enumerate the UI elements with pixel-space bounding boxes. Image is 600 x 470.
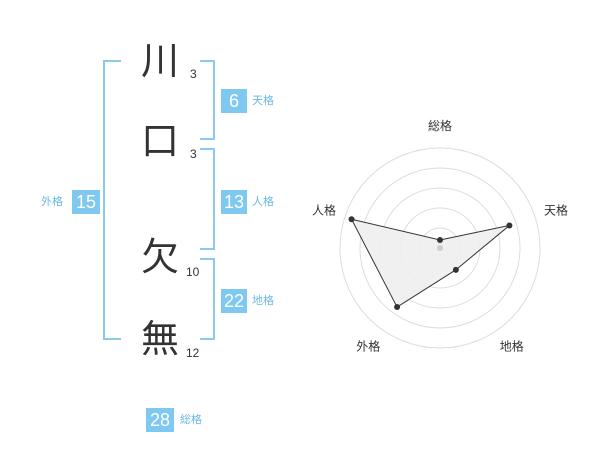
radar-ring [359, 167, 521, 329]
radar-axis-label-3: 地格 [500, 339, 524, 354]
tenkaku-value: 6 [221, 89, 247, 113]
soukaku-label: 総格 [180, 413, 202, 426]
radar-axis-label-4: 外格 [356, 339, 380, 354]
jinkaku-bracket [200, 148, 215, 250]
name-char-4: 無 [140, 317, 179, 361]
chikaku-label: 地格 [252, 294, 274, 307]
gaikaku-label: 外格 [41, 195, 63, 208]
stroke-count-3: 10 [186, 265, 200, 279]
radar-point-1 [437, 237, 443, 243]
gaikaku-bracket [103, 60, 121, 340]
tenkaku-bracket [200, 60, 215, 140]
tenkaku-label: 天格 [252, 94, 274, 107]
jinkaku-label: 人格 [252, 195, 274, 208]
radar-axis-label-1: 総格 [428, 118, 452, 133]
radar-ring [339, 147, 541, 349]
soukaku-value: 28 [146, 408, 174, 432]
gaikaku-value: 15 [72, 190, 100, 214]
stroke-count-1: 3 [190, 67, 197, 81]
chikaku-value: 22 [221, 289, 247, 313]
radar-center-dot [437, 245, 443, 251]
name-char-2: 口 [140, 119, 179, 163]
radar-point-4 [394, 304, 401, 311]
name-char-3: 欠 [140, 235, 179, 279]
radar-point-3 [452, 266, 459, 273]
jinkaku-value: 13 [221, 190, 247, 214]
radar-area [350, 218, 510, 308]
radar-axis-label-5: 人格 [312, 202, 336, 217]
stroke-count-4: 12 [186, 346, 200, 360]
radar-point-5 [348, 216, 355, 223]
radar-axis-label-2: 天格 [544, 202, 568, 217]
chikaku-bracket [200, 258, 215, 340]
radar-point-2 [506, 222, 513, 229]
name-char-1: 川 [140, 39, 179, 83]
stroke-count-2: 3 [190, 147, 197, 161]
